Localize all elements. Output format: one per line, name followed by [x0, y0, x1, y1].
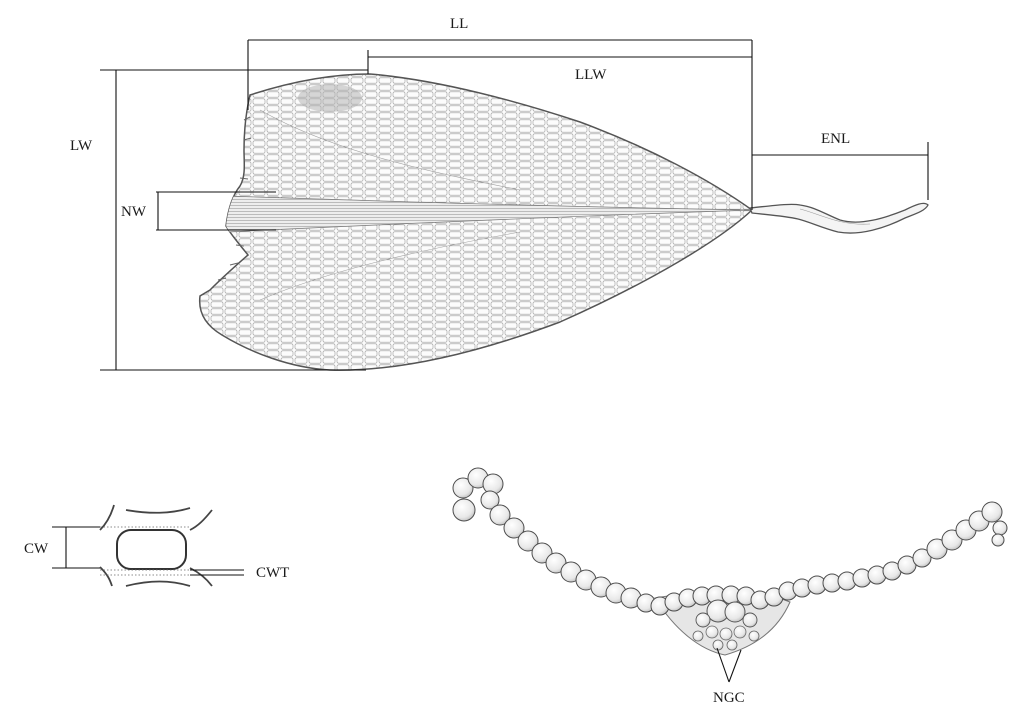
- label-ngc: NGC: [713, 690, 745, 706]
- lamina-cell: [992, 534, 1004, 546]
- lamina-cell: [993, 521, 1007, 535]
- leaf-illustration: [200, 74, 928, 370]
- lamina-cell: [982, 502, 1002, 522]
- leaf-shading: [298, 84, 362, 112]
- label-cw: CW: [24, 541, 49, 557]
- cell-lumen: [117, 530, 186, 569]
- label-ll: LL: [450, 16, 468, 32]
- dimension-llw: LLW: [368, 50, 752, 83]
- label-nw: NW: [121, 204, 147, 220]
- leaf-excurrent-apex: [750, 203, 928, 233]
- cell-detail: CW CWT: [24, 505, 289, 586]
- label-lw: LW: [70, 138, 93, 154]
- lamina-cell: [453, 499, 475, 521]
- dimension-enl: ENL: [752, 131, 928, 200]
- leaf-cross-section: NGC: [453, 468, 1007, 706]
- label-enl: ENL: [821, 131, 850, 147]
- label-cwt: CWT: [256, 565, 289, 581]
- label-llw: LLW: [575, 67, 607, 83]
